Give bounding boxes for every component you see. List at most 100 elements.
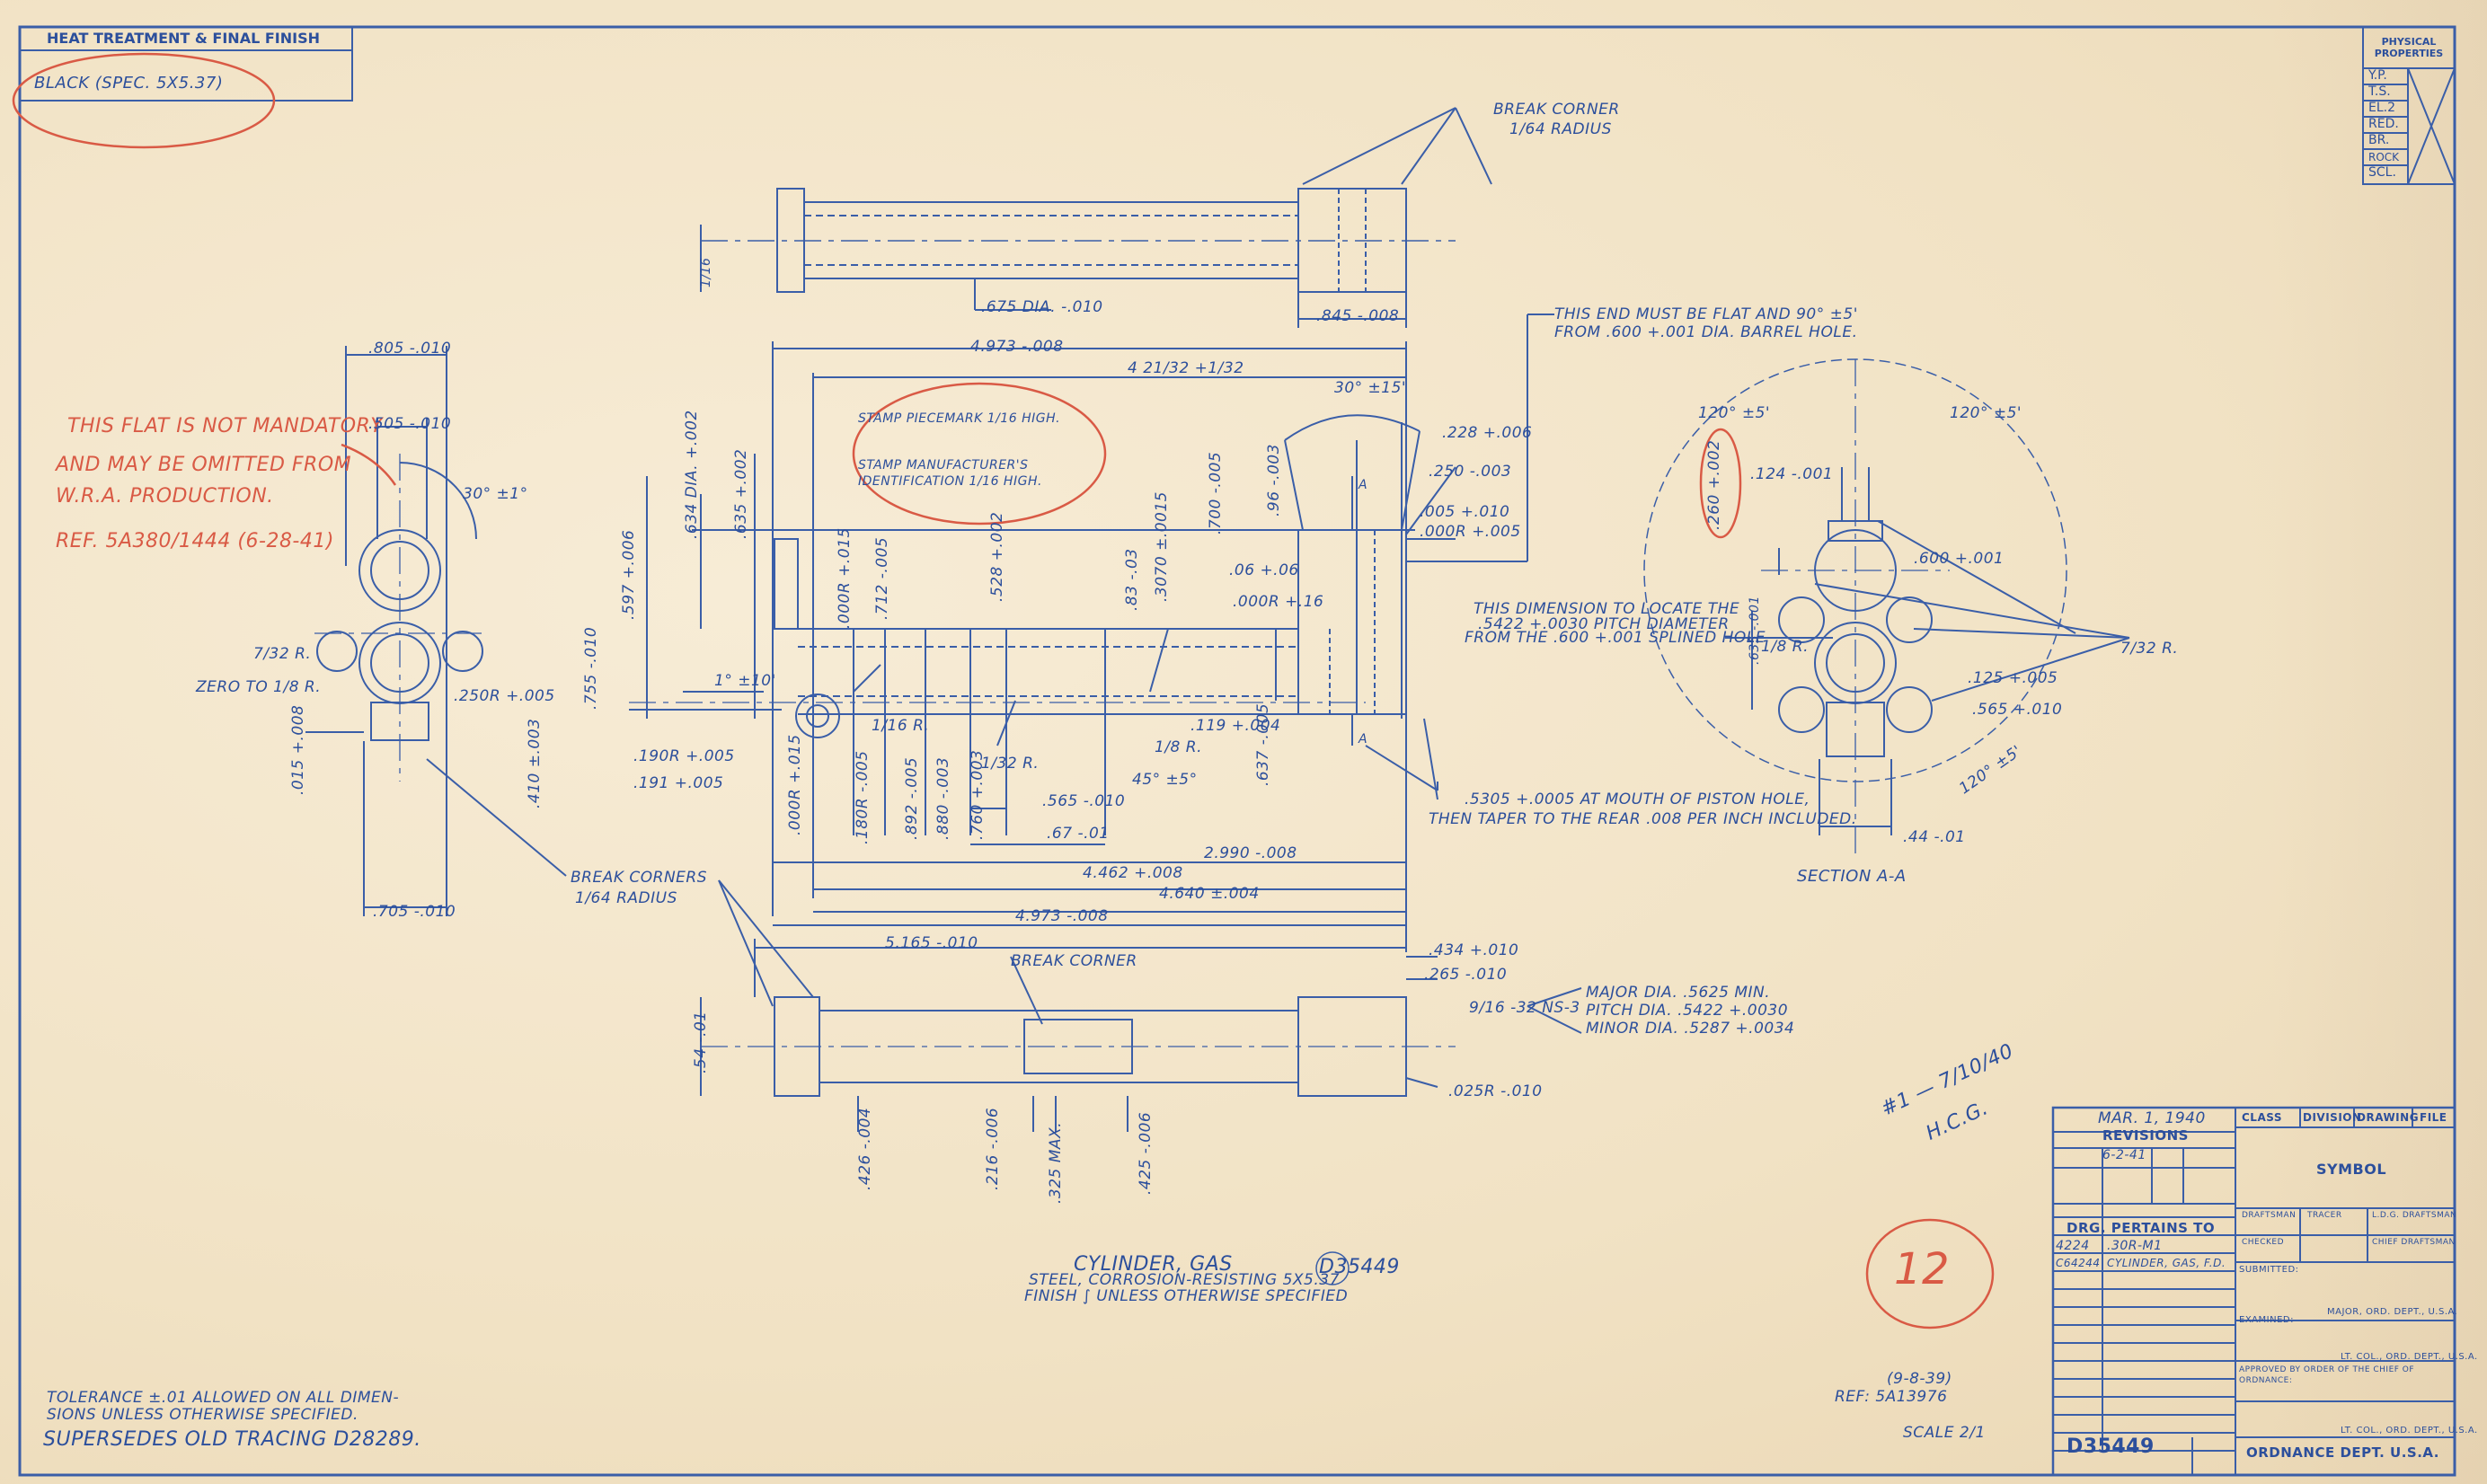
- top-radius: 1/64 RADIUS: [1509, 120, 1612, 138]
- dim-circle: [1699, 428, 1742, 539]
- sec-44: .44 -.01: [1903, 828, 1966, 846]
- end-d410: .410 ±.003: [526, 718, 544, 808]
- prop-rock: ROCK: [2368, 151, 2400, 163]
- tb-division: DIVISION: [2303, 1111, 2362, 1124]
- top-dim-left: 1/16: [699, 257, 713, 287]
- end-r732: 7/32 R.: [253, 645, 312, 663]
- end-break-corners: BREAK CORNERS: [571, 869, 708, 887]
- side-stamp-3: IDENTIFICATION 1/16 HIGH.: [858, 474, 1042, 489]
- side-119: .119 +.004: [1190, 717, 1281, 735]
- side-191: .191 +.005: [633, 774, 724, 792]
- finish-circle: [12, 52, 276, 149]
- side-565: .565 -.010: [1042, 792, 1126, 810]
- side-stamp-1: STAMP PIECEMARK 1/16 HIGH.: [858, 411, 1061, 426]
- tb-date: MAR. 1, 1940: [2098, 1109, 2206, 1127]
- side-180r: .180R -.005: [854, 750, 872, 844]
- red-note-line-4: REF. 5A380/1444 (6-28-41): [56, 530, 334, 552]
- sec-loc-1: THIS DIMENSION TO LOCATE THE: [1474, 600, 1740, 618]
- top-845: .845 -.008: [1316, 307, 1400, 325]
- sec-120a: 120° ±5': [1698, 404, 1771, 422]
- part-number: D35449: [1319, 1256, 1400, 1278]
- side-4462: 4.462 +.008: [1083, 864, 1183, 882]
- side-view: [629, 314, 1554, 952]
- prop-ts: T.S.: [2368, 84, 2391, 99]
- sec-loc-3: FROM THE .600 +.001 SPLINED HOLE: [1465, 629, 1766, 647]
- sec-120b: 120° ±5': [1950, 404, 2022, 422]
- bot-425: .425 -.006: [1137, 1111, 1155, 1195]
- note-arrow: [341, 443, 397, 486]
- side-r18: 1/8 R.: [1155, 738, 1202, 756]
- side-000r: .000R +.005: [1420, 523, 1521, 541]
- tb-examined: EXAMINED:: [2239, 1315, 2294, 1325]
- tb-dept: ORDNANCE DEPT. U.S.A.: [2246, 1444, 2439, 1461]
- side-a-top: A: [1359, 478, 1368, 492]
- tb-pertains-1b: .30R-M1: [2107, 1239, 2163, 1253]
- side-892: .892 -.005: [903, 756, 921, 840]
- side-angle45: 45° ±5°: [1132, 771, 1198, 789]
- prop-yp: Y.P.: [2368, 68, 2387, 83]
- tb-drawing: DRAWING: [2357, 1111, 2420, 1124]
- tb-ltcol-2: LT. COL., ORD. DEPT., U.S.A.: [2341, 1426, 2478, 1435]
- tb-pertains-2b: CYLINDER, GAS, F.D.: [2107, 1257, 2226, 1269]
- part-material: STEEL, CORROSION-RESISTING 5X5.37: [1029, 1271, 1340, 1289]
- side-83: .83 -.03: [1123, 548, 1141, 611]
- bot-minor: MINOR DIA. .5287 +.0034: [1586, 1020, 1795, 1038]
- side-stamp-2: STAMP MANUFACTURER'S: [858, 458, 1029, 473]
- end-d015: .015 +.008: [289, 704, 307, 795]
- tb-tracer: TRACER: [2307, 1211, 2342, 1220]
- title-block-frame: [2051, 1106, 2456, 1477]
- tolerance-note-1: TOLERANCE ±.01 ALLOWED ON ALL DIMEN-: [47, 1389, 400, 1407]
- side-2990: 2.990 -.008: [1204, 844, 1297, 862]
- bot-thread: 9/16 -32 NS-3: [1469, 999, 1580, 1017]
- finish-block-value: BLACK (SPEC. 5X5.37): [34, 74, 224, 93]
- tolerance-note-2: SIONS UNLESS OTHERWISE SPECIFIED.: [47, 1406, 358, 1424]
- ref-note: REF: 5A13976: [1835, 1388, 1948, 1406]
- bot-434: .434 +.010: [1429, 941, 1519, 959]
- finish-block-frame: [19, 26, 353, 102]
- top-dia: .675 DIA. -.010: [981, 298, 1103, 316]
- ref-date: (9-8-39): [1887, 1370, 1952, 1388]
- side-angle30: 30° ±15': [1334, 379, 1407, 397]
- tb-checked: CHECKED: [2242, 1238, 2285, 1247]
- tb-ltcol-1: LT. COL., ORD. DEPT., U.S.A.: [2341, 1352, 2478, 1362]
- side-4-21-32: 4 21/32 +1/32: [1128, 359, 1244, 377]
- tb-approved-2: ORDNANCE:: [2239, 1376, 2293, 1385]
- bot-54: .54 -.01: [692, 1011, 710, 1073]
- end-w805: .805 -.010: [368, 340, 452, 358]
- tb-ldg: L.D.G. DRAFTSMAN: [2372, 1211, 2457, 1220]
- scale-note: SCALE 2/1: [1903, 1424, 1986, 1442]
- end-radius: 1/64 RADIUS: [575, 889, 677, 907]
- bot-pitch: PITCH DIA. .5422 +.0030: [1586, 1002, 1789, 1020]
- bot-216: .216 -.006: [984, 1107, 1002, 1190]
- finish-block-header: HEAT TREATMENT & FINAL FINISH: [47, 30, 320, 47]
- side-528: .528 +.002: [988, 511, 1006, 602]
- bot-025r: .025R -.010: [1448, 1082, 1543, 1100]
- sec-loc-2: .5422 +.0030 PITCH DIAMETER: [1478, 615, 1730, 633]
- tb-submitted: SUBMITTED:: [2239, 1265, 2299, 1275]
- supersedes-note: SUPERSEDES OLD TRACING D28289.: [43, 1428, 421, 1451]
- side-angle10: 1° ±10': [714, 672, 776, 690]
- prop-el2: EL.2: [2368, 101, 2396, 115]
- sheet-border: [18, 25, 2456, 1477]
- side-005: .005 +.010: [1420, 503, 1510, 521]
- tb-rev-1: 6-2-41: [2102, 1148, 2146, 1162]
- side-3070: .3070 ±.0015: [1153, 491, 1171, 602]
- end-angle: 30° ±1°: [463, 485, 528, 503]
- bottom-view: [700, 879, 1582, 1132]
- side-r116: 1/16 R.: [872, 717, 930, 735]
- side-228: .228 +.006: [1442, 424, 1533, 442]
- stamp-circle: [852, 382, 1107, 526]
- tb-approved-1: APPROVED BY ORDER OF THE CHIEF OF: [2239, 1365, 2415, 1374]
- section-a-a-view: [1643, 358, 2130, 853]
- side-000r015b: .000R +.015: [786, 734, 804, 835]
- tb-chief: CHIEF DRAFTSMAN: [2372, 1238, 2456, 1247]
- side-96: .96 -.003: [1265, 444, 1283, 517]
- circled-number: 12: [1894, 1244, 1951, 1294]
- side-06: .06 +.06: [1229, 561, 1299, 579]
- red-note-line-3: W.R.A. PRODUCTION.: [56, 485, 274, 508]
- side-755: .755 -.010: [582, 626, 600, 710]
- end-zero-to: ZERO TO 1/8 R.: [196, 678, 322, 696]
- side-597: .597 +.006: [620, 529, 638, 620]
- bot-265: .265 -.010: [1424, 966, 1508, 984]
